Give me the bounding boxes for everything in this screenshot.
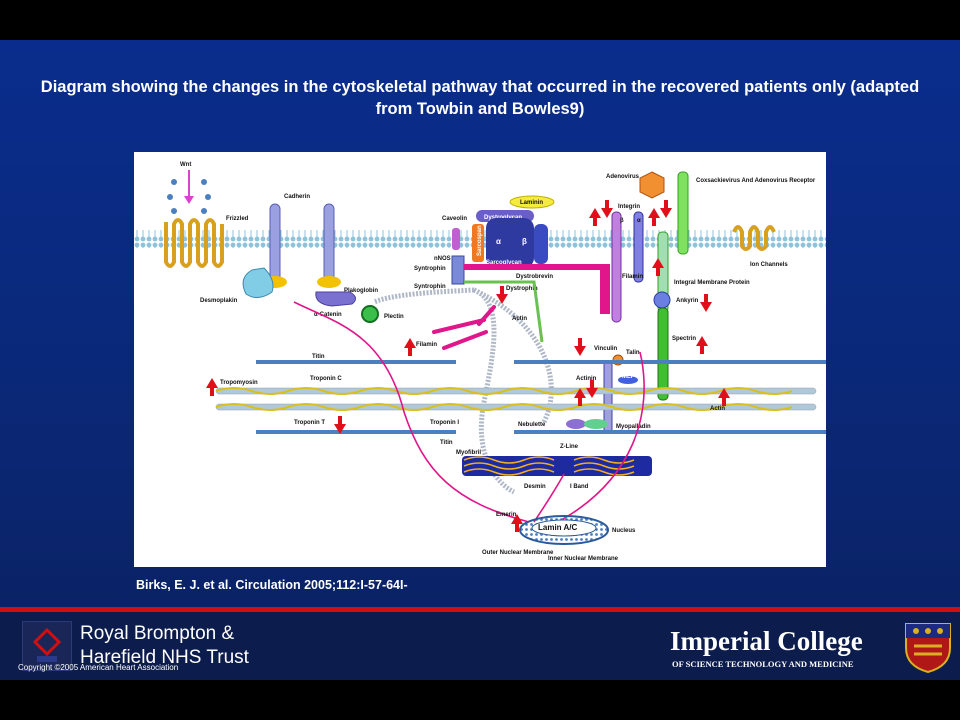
change-arrows xyxy=(206,200,730,532)
svg-text:Filamin: Filamin xyxy=(416,342,437,348)
pathway-diagram: Wnt Frizzled Cadherin xyxy=(134,152,826,567)
svg-text:β: β xyxy=(522,237,527,246)
svg-text:Myopalladin: Myopalladin xyxy=(616,424,651,430)
svg-text:Plakoglobin: Plakoglobin xyxy=(344,288,378,294)
svg-text:Spectrin: Spectrin xyxy=(672,336,696,342)
copyright-notice: Copyright ©2005 American Heart Associati… xyxy=(18,663,179,672)
frizzled-receptor: Frizzled xyxy=(164,216,249,268)
myofibril: Myofibril Desmin I Band xyxy=(456,450,652,490)
svg-text:I Band: I Band xyxy=(570,484,589,490)
svg-text:Frizzled: Frizzled xyxy=(226,216,249,222)
slide: Diagram showing the changes in the cytos… xyxy=(0,40,960,680)
cadherin: Cadherin Plakoglobin Desmoplakin α-Caten… xyxy=(200,194,404,323)
svg-text:α-Catenin: α-Catenin xyxy=(314,312,342,318)
svg-text:Nucleus: Nucleus xyxy=(612,528,636,534)
imperial-crest-icon xyxy=(900,618,956,674)
svg-text:Inner Nuclear Membrane: Inner Nuclear Membrane xyxy=(548,556,619,562)
svg-text:Sarcospan: Sarcospan xyxy=(477,225,483,256)
svg-text:Wnt: Wnt xyxy=(180,162,191,168)
svg-text:Coxsackievirus And Adenovirus: Coxsackievirus And Adenovirus Receptor xyxy=(696,178,816,184)
svg-text:Tropomyosin: Tropomyosin xyxy=(220,380,258,386)
svg-text:Integrin: Integrin xyxy=(618,204,640,210)
citation: Birks, E. J. et al. Circulation 2005;112… xyxy=(136,578,408,592)
imperial-college-name: Imperial College xyxy=(670,626,863,656)
svg-text:Desmoplakin: Desmoplakin xyxy=(200,298,238,304)
trust-name: Royal Brompton & Harefield NHS Trust xyxy=(80,622,249,670)
actin-cable xyxy=(373,287,554,495)
svg-text:Dystrobrevin: Dystrobrevin xyxy=(516,274,553,280)
svg-text:Vinculin: Vinculin xyxy=(594,346,618,352)
svg-text:Actinin: Actinin xyxy=(576,376,597,382)
sarcomere: Titin Titin Tropomyosin Troponin C Tropo… xyxy=(215,354,826,450)
svg-text:Actin: Actin xyxy=(710,406,725,412)
trust-name-line1: Royal Brompton & xyxy=(80,623,235,644)
svg-text:Troponin T: Troponin T xyxy=(294,420,325,426)
svg-text:Sarcoglycan: Sarcoglycan xyxy=(486,260,522,266)
svg-text:Emerin: Emerin xyxy=(496,512,517,518)
svg-text:Adenovirus: Adenovirus xyxy=(606,174,640,180)
svg-text:Talin: Talin xyxy=(626,350,640,356)
svg-text:Troponin C: Troponin C xyxy=(310,376,342,382)
svg-text:Syntrophin: Syntrophin xyxy=(414,284,446,290)
svg-text:Outer Nuclear Membrane: Outer Nuclear Membrane xyxy=(482,550,554,556)
svg-text:Dystrophin: Dystrophin xyxy=(506,286,538,292)
filamin-left xyxy=(432,305,496,350)
slide-title: Diagram showing the changes in the cytos… xyxy=(40,78,920,118)
svg-text:Ankyrin: Ankyrin xyxy=(676,298,699,304)
accent-divider xyxy=(0,607,960,612)
svg-text:MLP: MLP xyxy=(622,374,635,380)
dystrophin-complex: Laminin Dystroglycan Sarcospan Sarcoglyc… xyxy=(414,195,610,343)
svg-text:Cadherin: Cadherin xyxy=(284,194,310,200)
desmin-filaments xyxy=(293,301,645,525)
imperial-college-subtitle: OF SCIENCE TECHNOLOGY AND MEDICINE xyxy=(672,659,854,669)
svg-text:Plectin: Plectin xyxy=(384,314,404,320)
svg-text:Actin: Actin xyxy=(512,316,527,322)
svg-text:Titin: Titin xyxy=(440,440,453,446)
svg-text:Desmin: Desmin xyxy=(524,484,546,490)
svg-text:Lamin A/C: Lamin A/C xyxy=(538,523,577,532)
svg-text:α: α xyxy=(637,218,641,224)
svg-text:Titin: Titin xyxy=(312,354,325,360)
svg-text:Laminin: Laminin xyxy=(520,200,543,206)
svg-text:Integral Membrane Protein: Integral Membrane Protein xyxy=(674,280,750,286)
wnt-group: Wnt xyxy=(167,162,211,214)
svg-text:Ion Channels: Ion Channels xyxy=(750,262,788,268)
svg-text:Filamin: Filamin xyxy=(622,274,643,280)
svg-text:Syntrophin: Syntrophin xyxy=(414,266,446,272)
svg-text:Myofibril: Myofibril xyxy=(456,450,481,456)
svg-text:Z-Line: Z-Line xyxy=(560,444,579,450)
footer: Royal Brompton & Harefield NHS Trust Cop… xyxy=(0,612,960,680)
nucleus: Lamin A/C Nucleus Emerin Outer Nuclear M… xyxy=(482,512,636,562)
svg-text:nNOS: nNOS xyxy=(434,256,451,262)
svg-text:α: α xyxy=(496,237,501,246)
svg-text:Troponin I: Troponin I xyxy=(430,420,459,426)
integrin-group: Adenovirus Integrin β α Filamin Coxsacki… xyxy=(576,171,816,433)
svg-text:Caveolin: Caveolin xyxy=(442,216,467,222)
trust-name-line2: Harefield NHS Trust xyxy=(80,647,249,668)
svg-text:Nebulette: Nebulette xyxy=(518,422,546,428)
svg-text:β: β xyxy=(620,218,624,224)
royal-brompton-logo xyxy=(22,621,72,671)
